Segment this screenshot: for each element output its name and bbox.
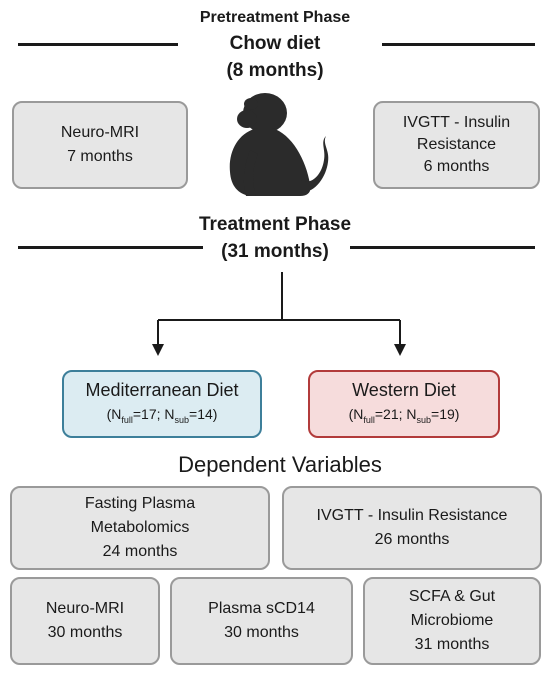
diet-sample-size: (Nfull=17; Nsub=14) (106, 406, 218, 425)
box-line: Neuro-MRI (60, 124, 140, 141)
box-line: 7 months (67, 148, 133, 165)
treatment-title: Treatment Phase (198, 214, 352, 235)
western-diet-box: Western Diet (Nfull=21; Nsub=19) (308, 370, 500, 438)
box-line: Metabolomics (90, 519, 190, 536)
diet-name: Mediterranean Diet (85, 380, 239, 401)
treatment-rule-left (18, 246, 203, 249)
treatment-rule-right (350, 246, 535, 249)
box-line: 26 months (374, 531, 450, 548)
box-line: 24 months (102, 543, 178, 560)
pretreatment-neuro-mri-box: Neuro-MRI 7 months (12, 101, 188, 189)
diet-name: Western Diet (352, 380, 456, 401)
dependent-variables-title: Dependent Variables (178, 452, 382, 477)
box-line: Plasma sCD14 (208, 600, 315, 617)
metabolomics-box: Fasting Plasma Metabolomics 24 months (10, 486, 270, 570)
box-line: 30 months (224, 624, 299, 641)
arrow-head-left (152, 344, 164, 356)
pretreatment-duration: (8 months) (226, 60, 324, 81)
pretreatment-title: Pretreatment Phase (199, 9, 351, 26)
scfa-box: SCFA & Gut Microbiome 31 months (363, 577, 541, 665)
mediterranean-diet-box: Mediterranean Diet (Nfull=17; Nsub=14) (62, 370, 262, 438)
pretreatment-rule-left (18, 43, 178, 46)
diet-sample-size: (Nfull=21; Nsub=19) (348, 406, 460, 425)
box-line: 31 months (414, 636, 490, 653)
treatment-duration: (31 months) (221, 241, 329, 262)
box-line: Neuro-MRI (45, 600, 125, 617)
box-line: Microbiome (410, 612, 494, 629)
box-line: 30 months (47, 624, 123, 641)
box-line: Resistance (416, 136, 497, 153)
box-line: 6 months (423, 158, 490, 175)
box-line: IVGTT - Insulin (402, 114, 511, 131)
neuro-mri-box: Neuro-MRI 30 months (10, 577, 160, 665)
pretreatment-rule-right (382, 43, 535, 46)
box-line: Fasting Plasma (84, 495, 196, 512)
pretreatment-diet: Chow diet (229, 33, 321, 54)
pretreatment-ivgtt-box: IVGTT - Insulin Resistance 6 months (373, 101, 540, 189)
box-line: SCFA & Gut (408, 588, 496, 605)
box-line: IVGTT - Insulin Resistance (316, 507, 508, 524)
arrow-head-right (394, 344, 406, 356)
ivgtt-box: IVGTT - Insulin Resistance 26 months (282, 486, 542, 570)
scd14-box: Plasma sCD14 30 months (170, 577, 353, 665)
